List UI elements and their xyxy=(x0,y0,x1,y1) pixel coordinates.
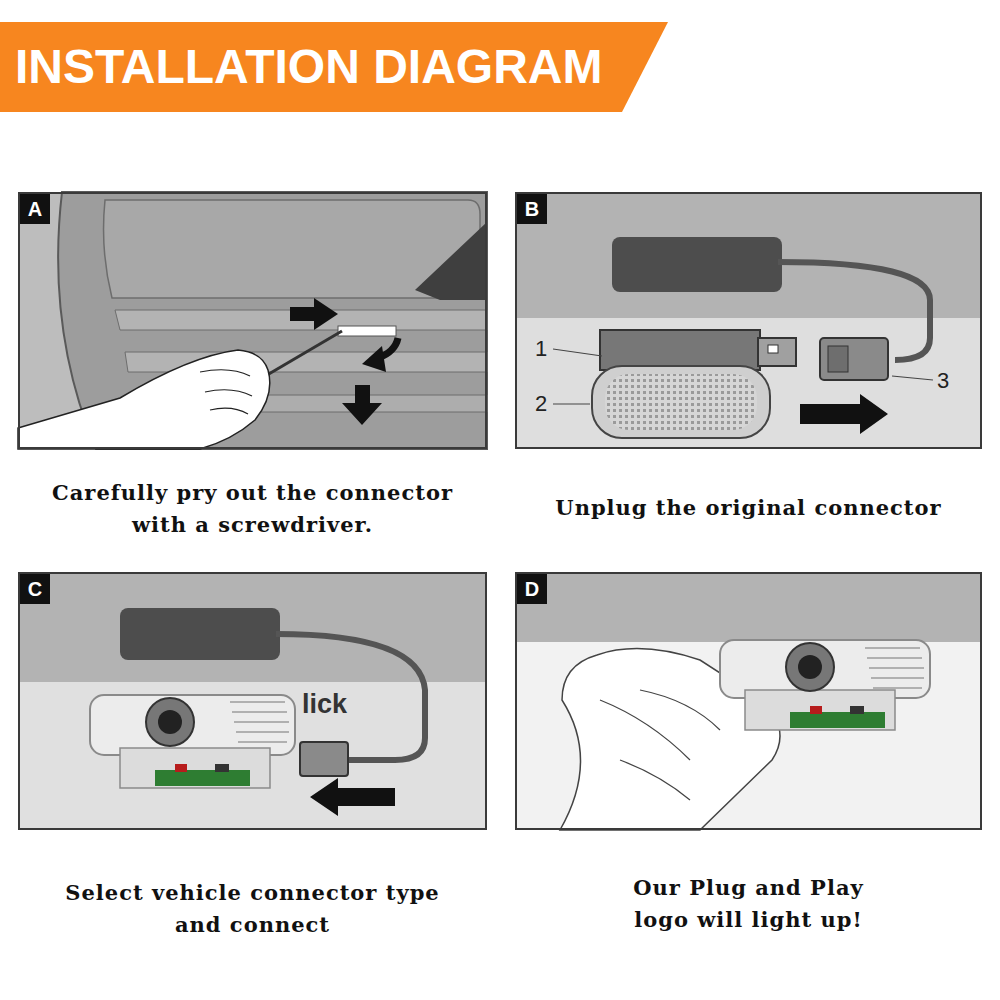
projector-lens xyxy=(786,643,834,691)
projector-lamp xyxy=(90,695,295,755)
panel-ground xyxy=(515,192,982,449)
projector-lens-core xyxy=(158,710,182,734)
panel-ground xyxy=(18,572,487,830)
hand-fingers xyxy=(200,370,252,414)
circuit-part xyxy=(215,764,229,772)
title-banner xyxy=(0,22,668,112)
door-illustration xyxy=(18,192,487,449)
step-panel: BUnplug the original connector xyxy=(515,192,982,449)
move-arrow xyxy=(290,298,338,330)
move-arrow xyxy=(342,385,382,425)
hand xyxy=(18,350,270,449)
projector-lens-core xyxy=(798,655,822,679)
step-caption: Select vehicle connector type and connec… xyxy=(63,877,443,941)
connector-illustration xyxy=(515,192,982,449)
door-connector-bar xyxy=(120,608,280,660)
panel-ground xyxy=(18,192,487,449)
step-panel: DOur Plug and Play logo will light up! xyxy=(515,572,982,830)
step-caption: Our Plug and Play logo will light up! xyxy=(604,872,894,936)
step-panel: ACarefully pry out the connector with a … xyxy=(18,192,487,449)
banner-title: INSTALLATION DIAGRAM xyxy=(15,39,602,95)
door-connector-bar xyxy=(612,237,782,292)
projector-lens xyxy=(146,698,194,746)
step-panel: CSelect vehicle connector type and conne… xyxy=(18,572,487,830)
lamp-housing xyxy=(600,330,760,370)
leader-line xyxy=(553,349,602,356)
leader-line xyxy=(892,376,933,380)
result-illustration xyxy=(515,572,982,830)
callout-number: 1 xyxy=(535,336,547,362)
door-window xyxy=(415,222,487,300)
step-caption: Carefully pry out the connector with a s… xyxy=(38,477,468,541)
screwdriver xyxy=(262,331,342,378)
move-arrow xyxy=(310,778,395,816)
lamp-socket-pin xyxy=(768,345,778,353)
step-letter: D xyxy=(517,574,547,604)
circuit-part xyxy=(175,764,187,772)
move-arrow xyxy=(800,394,888,434)
lamp-ridges xyxy=(865,648,924,688)
step-letter: C xyxy=(20,574,50,604)
projector-lamp-base xyxy=(745,690,895,730)
projector-lamp-base xyxy=(120,748,270,788)
circuit-part xyxy=(810,706,822,714)
circuit-board xyxy=(790,712,885,728)
circuit-part xyxy=(850,706,864,714)
step-caption: Unplug the original connector xyxy=(529,492,969,524)
plug-detail xyxy=(828,346,848,372)
connect-illustration xyxy=(18,572,487,830)
light-slot xyxy=(338,326,396,336)
plug xyxy=(300,742,348,776)
wire xyxy=(276,634,425,760)
circuit-board xyxy=(155,770,250,786)
panel-ground xyxy=(515,572,982,830)
step-letter: B xyxy=(517,194,547,224)
callout-number: 3 xyxy=(937,368,949,394)
lamp-lens-grid xyxy=(605,374,757,430)
lamp-ridges xyxy=(230,702,289,742)
move-arrow xyxy=(362,346,386,372)
lamp-lens xyxy=(592,366,770,438)
plug xyxy=(820,338,888,380)
click-note: lick xyxy=(302,688,347,720)
step-letter: A xyxy=(20,194,50,224)
hand-lines xyxy=(600,690,720,800)
panel-ground xyxy=(515,318,982,449)
lamp-socket xyxy=(758,338,796,366)
leader-line xyxy=(553,403,590,404)
callout-number: 2 xyxy=(535,391,547,417)
